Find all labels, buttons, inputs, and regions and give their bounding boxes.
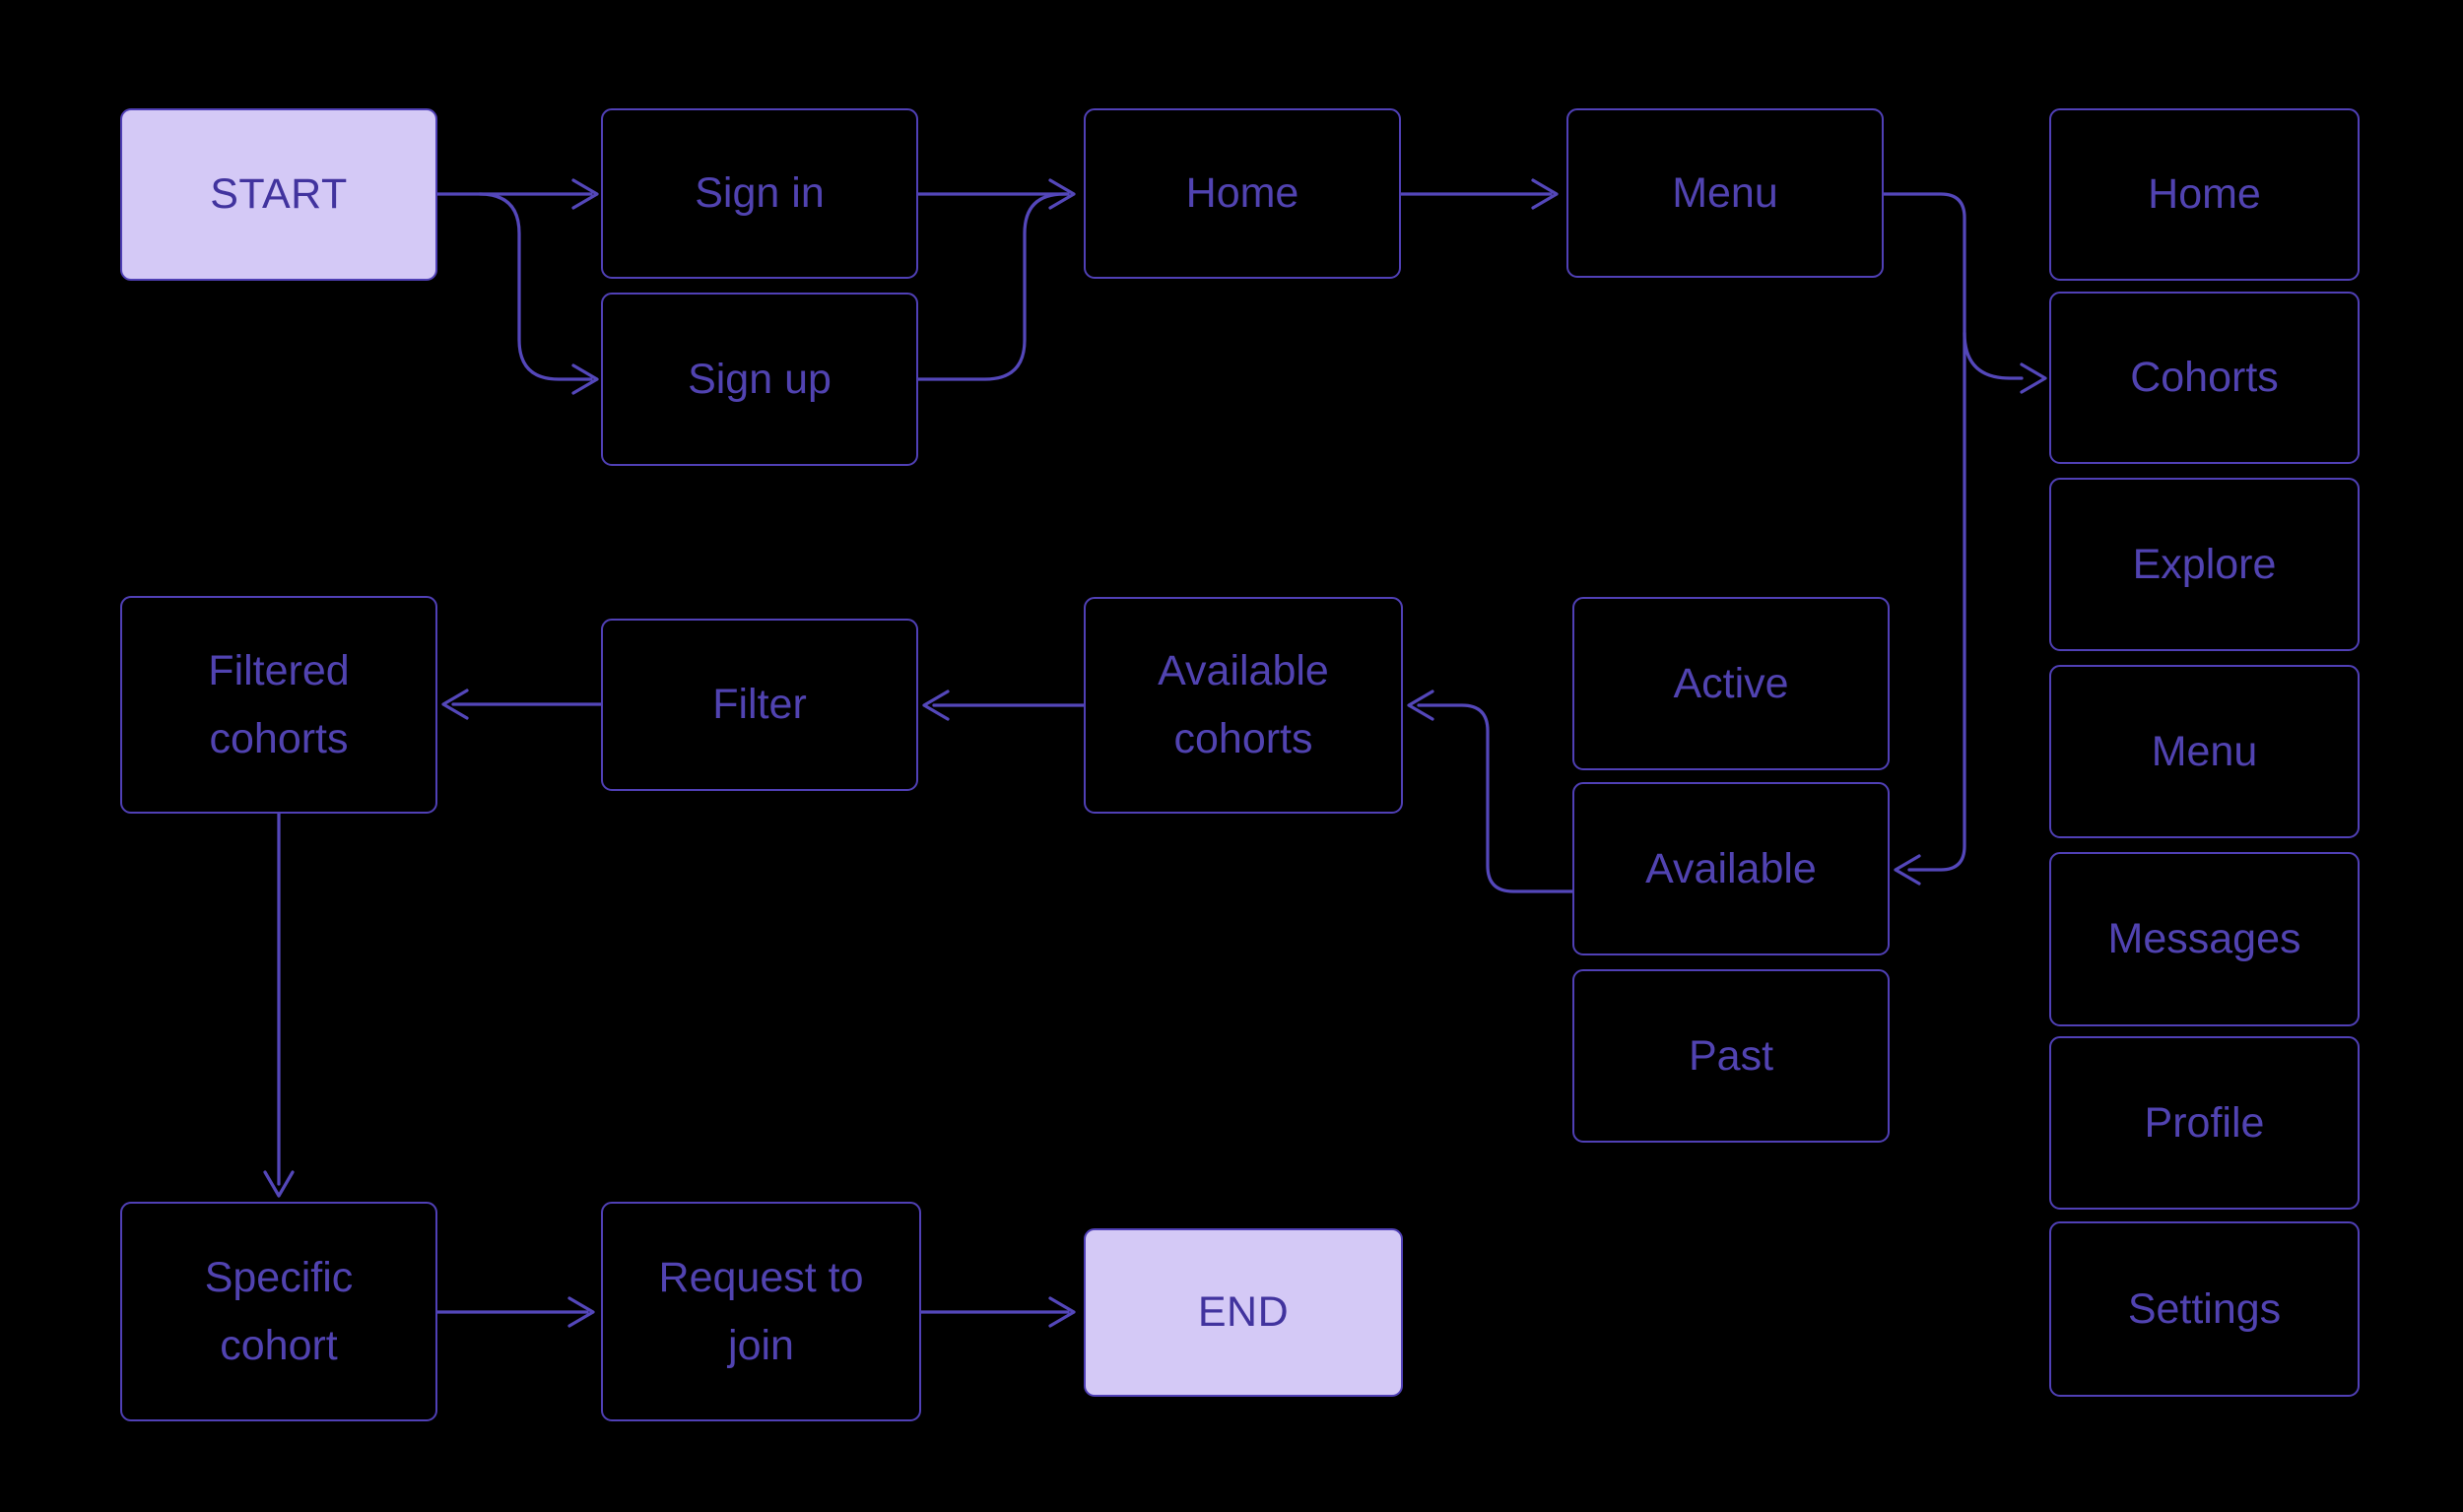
- connector-sign-up-home: [916, 192, 1070, 381]
- node-sign-up[interactable]: Sign up: [601, 293, 918, 466]
- nav-item-home[interactable]: Home: [2049, 108, 2360, 281]
- node-end-label: END: [1197, 1288, 1290, 1337]
- nav-item-home-label: Home: [2148, 170, 2261, 219]
- nav-item-messages[interactable]: Messages: [2049, 852, 2360, 1026]
- nav-item-settings-label: Settings: [2127, 1284, 2282, 1333]
- node-home[interactable]: Home: [1084, 108, 1401, 279]
- node-start-label: START: [210, 170, 348, 219]
- node-sign-up-label: Sign up: [688, 355, 832, 403]
- connector-filter-filtered-cohorts: [441, 689, 603, 720]
- node-home-label: Home: [1185, 169, 1299, 218]
- node-filter-label: Filter: [712, 681, 807, 729]
- connector-start-sign-in: [435, 178, 599, 210]
- node-menu-label: Menu: [1672, 168, 1778, 217]
- node-end[interactable]: END: [1084, 1228, 1403, 1397]
- node-sign-in[interactable]: Sign in: [601, 108, 918, 279]
- node-available-cohorts-label: Available cohorts: [1158, 647, 1329, 762]
- connector-start-sign-up: [478, 192, 599, 395]
- node-filtered-cohorts-label: Filtered cohorts: [208, 646, 350, 762]
- nav-item-messages-label: Messages: [2107, 915, 2301, 963]
- connector-sign-in-home: [916, 178, 1076, 210]
- connector-home-menu: [1399, 178, 1559, 210]
- node-sign-in-label: Sign in: [695, 169, 825, 218]
- nav-item-settings[interactable]: Settings: [2049, 1221, 2360, 1397]
- connector-menu-available: [1882, 192, 1966, 886]
- nav-item-profile[interactable]: Profile: [2049, 1036, 2360, 1210]
- node-filtered-cohorts[interactable]: Filtered cohorts: [120, 596, 437, 814]
- nav-item-menu-label: Menu: [2151, 727, 2258, 775]
- connector-request-to-join-end: [919, 1296, 1076, 1328]
- connector-available-cohorts-filter: [922, 690, 1086, 721]
- connector-specific-cohort-request-to-join: [435, 1296, 595, 1328]
- nav-item-explore[interactable]: Explore: [2049, 478, 2360, 651]
- connector-menu-cohorts: [1963, 331, 2047, 394]
- node-active[interactable]: Active: [1572, 597, 1890, 770]
- node-request-to-join[interactable]: Request to join: [601, 1202, 921, 1421]
- node-available-cohorts[interactable]: Available cohorts: [1084, 597, 1403, 814]
- connector-available-available-cohorts: [1407, 690, 1574, 893]
- node-specific-cohort[interactable]: Specific cohort: [120, 1202, 437, 1421]
- nav-item-profile-label: Profile: [2144, 1098, 2265, 1147]
- node-available-label: Available: [1645, 844, 1817, 892]
- node-available[interactable]: Available: [1572, 782, 1890, 955]
- nav-item-explore-label: Explore: [2132, 540, 2277, 588]
- node-specific-cohort-label: Specific cohort: [204, 1253, 354, 1369]
- nav-item-cohorts[interactable]: Cohorts: [2049, 292, 2360, 464]
- node-past[interactable]: Past: [1572, 969, 1890, 1143]
- nav-item-cohorts-label: Cohorts: [2130, 354, 2279, 402]
- nav-item-menu[interactable]: Menu: [2049, 665, 2360, 838]
- node-active-label: Active: [1673, 659, 1789, 707]
- connector-filtered-cohorts-specific-cohort: [263, 812, 295, 1198]
- node-request-to-join-label: Request to join: [658, 1253, 864, 1369]
- node-start[interactable]: START: [120, 108, 437, 281]
- node-filter[interactable]: Filter: [601, 619, 918, 791]
- node-past-label: Past: [1688, 1031, 1774, 1080]
- node-menu[interactable]: Menu: [1566, 108, 1884, 278]
